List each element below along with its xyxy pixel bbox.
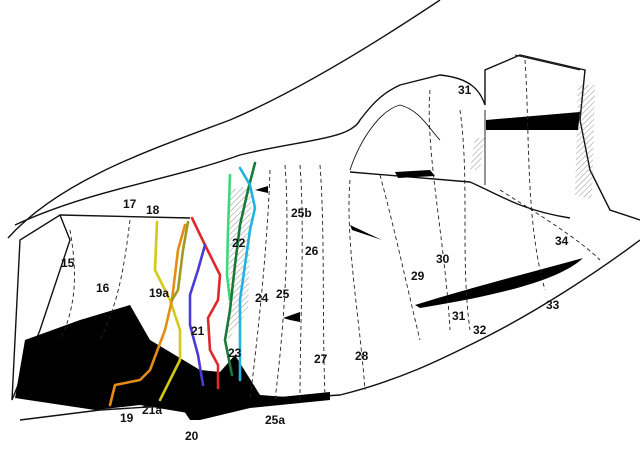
label-25: 25	[276, 287, 290, 301]
label-29: 29	[411, 269, 425, 283]
label-24: 24	[255, 291, 269, 305]
route-22	[225, 173, 232, 302]
route-19b	[170, 220, 190, 302]
label-23: 23	[228, 346, 242, 360]
flake	[283, 312, 300, 322]
roof-band-upper	[486, 112, 580, 130]
roof-bottom-left	[15, 305, 300, 415]
label-18: 18	[146, 203, 160, 217]
label-21a: 21a	[142, 403, 162, 417]
label-34: 34	[555, 234, 569, 248]
ledge-line	[59, 171, 571, 219]
small-roof	[395, 170, 435, 178]
flake-2	[350, 225, 382, 240]
label-28: 28	[355, 349, 369, 363]
route-labels: 31 17 18 25b 22 26 34 15 30 29 16 19a 24…	[61, 83, 569, 443]
roof-band-lower	[415, 258, 583, 308]
label-15: 15	[61, 256, 75, 270]
label-27: 27	[314, 352, 328, 366]
route-18	[153, 220, 182, 402]
label-16: 16	[96, 281, 110, 295]
label-31-top: 31	[458, 83, 472, 97]
label-22: 22	[232, 236, 246, 250]
label-25a: 25a	[265, 413, 285, 427]
route-23	[223, 161, 257, 377]
route-24	[238, 166, 257, 382]
hatched-area-mid	[470, 135, 485, 170]
label-32: 32	[473, 323, 487, 337]
hatched-area-right	[575, 85, 595, 200]
route-19a	[108, 223, 187, 407]
label-21: 21	[191, 324, 205, 338]
crag-top-outline	[7, 0, 441, 239]
route-21	[188, 243, 207, 387]
label-19: 19	[120, 411, 134, 425]
label-30: 30	[436, 252, 450, 266]
route-20	[190, 216, 222, 390]
label-17: 17	[123, 197, 137, 211]
label-25b: 25b	[291, 206, 312, 220]
crag-base-outline	[19, 239, 640, 421]
label-19a: 19a	[149, 286, 169, 300]
flake-3	[255, 186, 268, 193]
crag-skyline	[14, 54, 640, 226]
dashed-routes	[59, 59, 601, 401]
label-26: 26	[305, 244, 319, 258]
hatched-area-center	[228, 185, 252, 340]
colored-routes	[108, 161, 257, 407]
label-31-bottom: 31	[452, 309, 466, 323]
label-33: 33	[546, 298, 560, 312]
roof-base-strip	[180, 392, 330, 420]
label-20: 20	[185, 429, 199, 443]
